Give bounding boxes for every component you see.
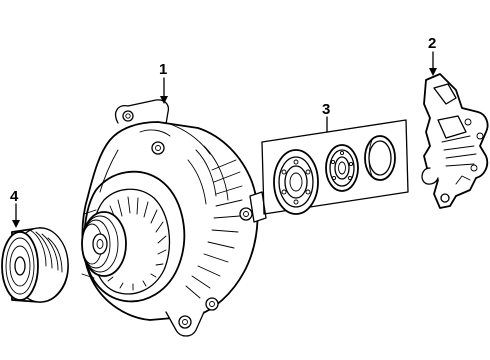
stator-fins [185,145,243,299]
alternator-assembly [81,99,267,337]
pulley [1,227,69,303]
callout-label-1: 1 [159,61,167,78]
voltage-regulator [421,73,489,209]
large-bearing [273,149,319,215]
callout-label-4: 4 [10,188,19,205]
callout-label-3: 3 [322,101,330,118]
bearing-kit-group [261,119,409,215]
small-bearing [325,144,359,192]
callout-label-2: 2 [428,35,436,52]
retaining-ring [364,135,396,181]
alternator-pulley [81,209,127,279]
callout-leaders [12,51,437,228]
